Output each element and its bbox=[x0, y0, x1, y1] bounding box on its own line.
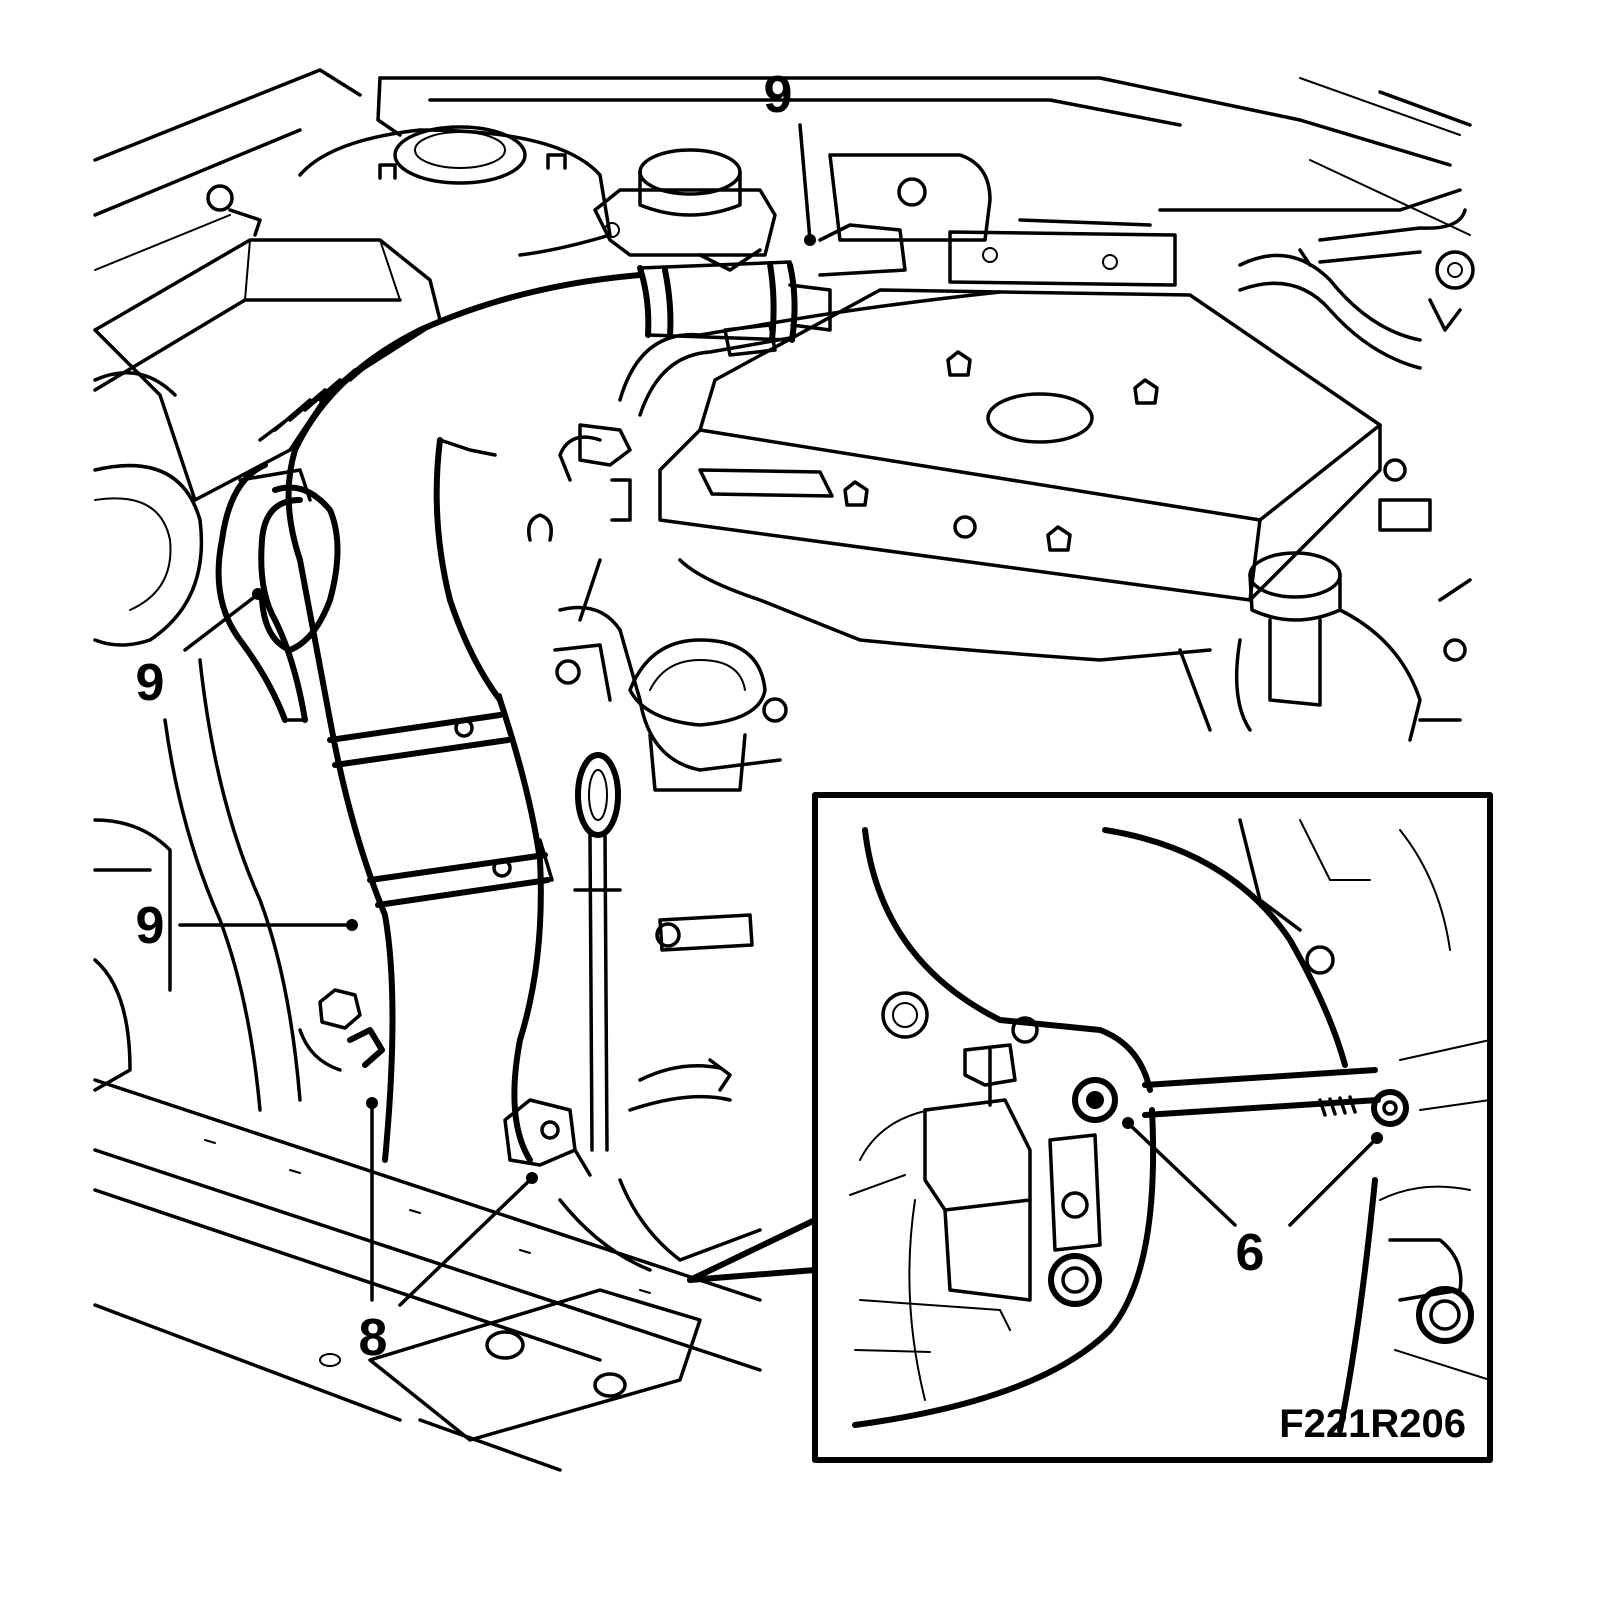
oil-dipstick bbox=[573, 752, 622, 1152]
lower-left-components bbox=[93, 462, 762, 1272]
left-strut-tower bbox=[206, 125, 612, 257]
callout-6: 6 bbox=[1236, 1224, 1265, 1282]
callout-9-left-lower: 9 bbox=[136, 897, 165, 955]
front-crossmember bbox=[93, 1078, 762, 1472]
callout-9-left-upper: 9 bbox=[136, 654, 165, 712]
callout-9-top: 9 bbox=[764, 66, 793, 124]
figure-code: F221R206 bbox=[1279, 1402, 1466, 1446]
bulkhead-items bbox=[818, 153, 1475, 370]
detail-inset bbox=[687, 792, 1493, 1463]
air-cleaner-box bbox=[93, 238, 442, 647]
expansion-tank bbox=[593, 148, 777, 272]
engine-block-lines bbox=[527, 423, 1472, 792]
callout-leaders bbox=[178, 123, 1383, 1307]
body-panel-lines bbox=[93, 68, 1472, 271]
callout-8: 8 bbox=[359, 1309, 388, 1367]
engine-cover bbox=[618, 288, 1382, 602]
air-intake-hose bbox=[285, 272, 643, 1163]
